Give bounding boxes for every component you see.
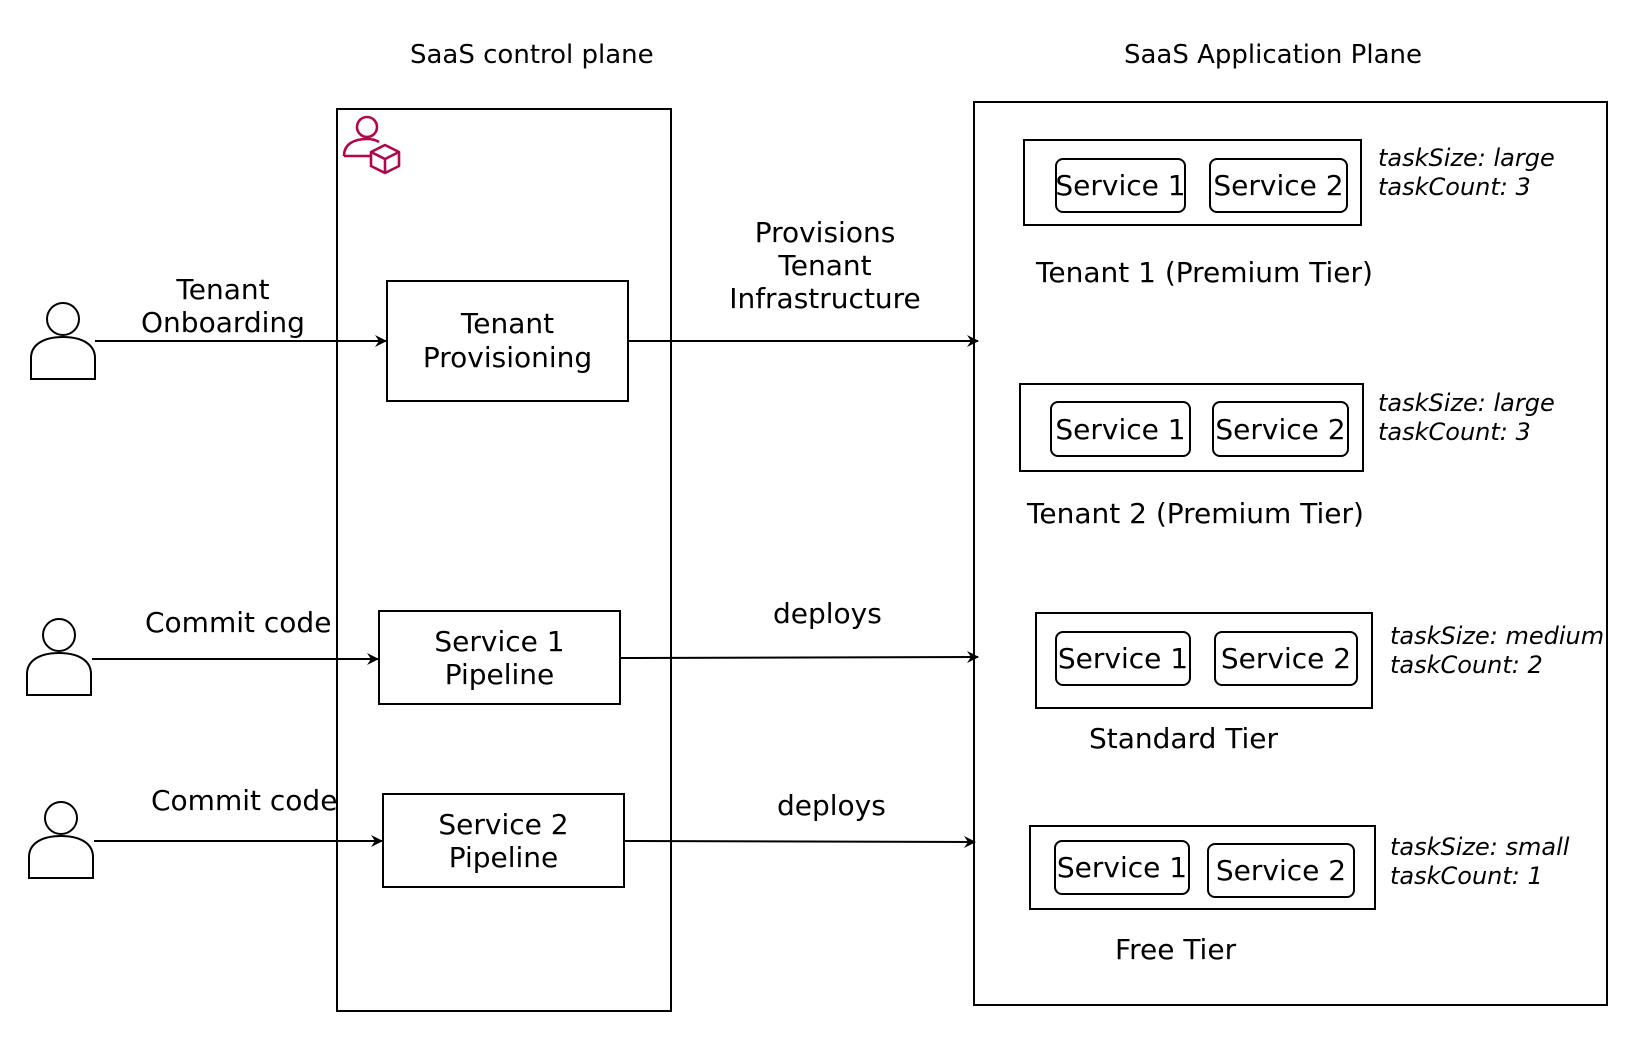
service2-pipeline-label: Service 2 Pipeline — [438, 807, 569, 874]
user-icon — [28, 801, 94, 879]
task-size: taskSize: large — [1378, 389, 1555, 417]
commit2-label: Commit code — [151, 784, 338, 817]
tenant1-service2-box: Service 2 — [1209, 158, 1348, 213]
service1-pipeline-box: Service 1 Pipeline — [378, 610, 621, 705]
task-count: taskCount: 3 — [1378, 173, 1531, 201]
tenant-provisioning-box: Tenant Provisioning — [386, 280, 629, 402]
deploys2-label: deploys — [777, 789, 886, 822]
provisions-label-line1: Provisions — [754, 216, 896, 249]
service-label: Service 2 — [1213, 169, 1344, 202]
tenant2-service1-box: Service 1 — [1050, 401, 1191, 457]
tenant-provisioning-line2: Provisioning — [422, 341, 593, 374]
standard-service1-box: Service 1 — [1055, 631, 1191, 686]
provisions-label-line3: Infrastructure — [729, 282, 921, 315]
service-label: Service 1 — [1055, 169, 1186, 202]
control-plane-title: SaaS control plane — [410, 40, 654, 70]
provisions-label: Provisions Tenant Infrastructure — [715, 216, 935, 315]
tenant1-meta: taskSize: large taskCount: 3 — [1378, 144, 1555, 202]
tenant2-meta: taskSize: large taskCount: 3 — [1378, 389, 1555, 447]
service-label: Service 2 — [1215, 412, 1346, 446]
task-size: taskSize: small — [1390, 833, 1570, 861]
free-tier-meta: taskSize: small taskCount: 1 — [1390, 833, 1569, 891]
free-tier-label: Free Tier — [1115, 933, 1237, 966]
service-label: Service 1 — [1057, 642, 1189, 675]
service-label: Service 2 — [1215, 854, 1347, 887]
service-label: Service 2 — [1220, 642, 1352, 675]
standard-tier-label: Standard Tier — [1089, 722, 1279, 755]
tenant2-service2-box: Service 2 — [1212, 401, 1349, 457]
onboarding-label-line1: Tenant — [176, 273, 270, 306]
task-count: taskCount: 1 — [1390, 862, 1543, 890]
user-cube-icon — [342, 115, 401, 175]
application-plane-title: SaaS Application Plane — [1124, 40, 1422, 70]
free-service2-box: Service 2 — [1207, 843, 1355, 898]
provisions-label-line2: Tenant — [778, 249, 872, 282]
standard-service2-box: Service 2 — [1214, 631, 1358, 686]
free-service1-box: Service 1 — [1054, 840, 1190, 895]
deploys2-arrow — [624, 835, 976, 848]
task-count: taskCount: 3 — [1378, 418, 1531, 446]
service-label: Service 1 — [1055, 412, 1186, 446]
onboarding-label: Tenant Onboarding — [138, 273, 308, 339]
task-count: taskCount: 2 — [1390, 651, 1543, 679]
commit1-label: Commit code — [145, 606, 332, 639]
service-label: Service 1 — [1056, 851, 1188, 884]
tenant-provisioning-line1: Tenant — [460, 307, 555, 340]
onboarding-label-line2: Onboarding — [141, 306, 305, 339]
service1-pipeline-label: Service 1 Pipeline — [434, 624, 565, 691]
user-icon — [26, 618, 92, 696]
task-size: taskSize: medium — [1390, 622, 1605, 650]
tenant1-service1-box: Service 1 — [1055, 158, 1186, 213]
deploys1-arrow — [620, 651, 979, 664]
deploys1-label: deploys — [773, 597, 882, 630]
standard-tier-meta: taskSize: medium taskCount: 2 — [1390, 622, 1604, 680]
user-icon — [30, 302, 96, 380]
tenant2-label: Tenant 2 (Premium Tier) — [1027, 497, 1364, 530]
task-size: taskSize: large — [1378, 144, 1555, 172]
service2-pipeline-box: Service 2 Pipeline — [382, 793, 625, 888]
tenant1-label: Tenant 1 (Premium Tier) — [1036, 256, 1373, 289]
